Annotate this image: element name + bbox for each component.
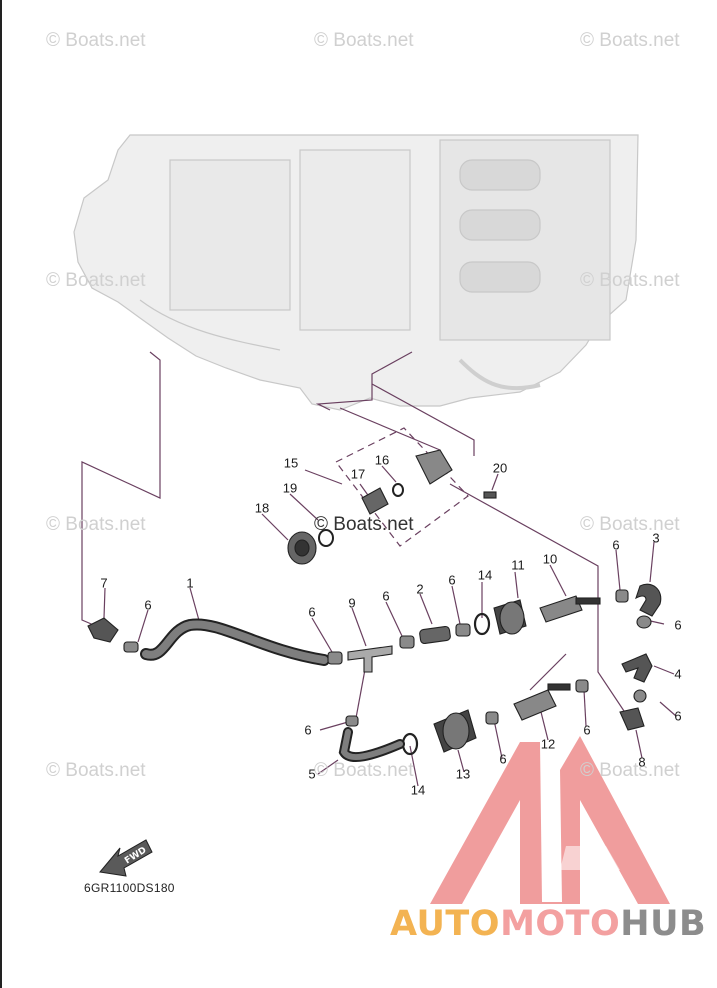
watermark: © Boats.net: [580, 30, 680, 51]
watermark: © Boats.net: [46, 30, 146, 51]
callout-6: 6: [308, 604, 316, 620]
callout-6: 6: [448, 572, 456, 588]
fwd-arrow: [99, 839, 153, 877]
callout-6: 6: [144, 597, 152, 613]
callout-6: 6: [499, 751, 507, 767]
callout-6: 6: [674, 617, 682, 633]
filter-10: [539, 595, 583, 623]
leader-lines: [81, 351, 677, 787]
callout-5: 5: [308, 766, 316, 782]
callout-4: 4: [674, 666, 682, 682]
callout-6: 6: [382, 588, 390, 604]
watermark: © Boats.net: [580, 270, 680, 291]
tee-9: [347, 645, 393, 673]
watermark: © Boats.net: [580, 760, 680, 781]
callout-11: 11: [511, 557, 525, 573]
bolt-20: [483, 491, 497, 499]
clamp-6a: [123, 641, 139, 653]
brand-part-auto: AUTO: [390, 904, 501, 944]
brand-part-hub: HUB: [620, 904, 707, 944]
fitting-8: [619, 707, 645, 731]
callout-9: 9: [348, 595, 356, 611]
callout-6: 6: [674, 708, 682, 724]
watermark: © Boats.net: [314, 760, 414, 781]
callout-13: 13: [455, 766, 471, 782]
fitting-7: [87, 617, 119, 643]
callout-18: 18: [254, 500, 270, 516]
callout-14: 14: [410, 782, 426, 798]
watermark: © Boats.net: [314, 30, 414, 51]
watermark: © Boats.net: [46, 514, 146, 535]
parts: [87, 449, 662, 763]
callout-1: 1: [186, 575, 194, 591]
part-15: [415, 449, 453, 485]
callout-6: 6: [612, 537, 620, 553]
part-17: [361, 487, 389, 515]
callout-2: 2: [416, 581, 424, 597]
callout-6: 6: [583, 722, 591, 738]
engine-block: [73, 134, 639, 411]
callout-3: 3: [652, 530, 660, 546]
watermark: © Boats.net: [580, 514, 680, 535]
callout-8: 8: [638, 754, 646, 770]
callout-17: 17: [350, 466, 366, 482]
watermark: © Boats.net: [46, 270, 146, 291]
elbow-3: [635, 583, 662, 617]
callout-19: 19: [282, 480, 298, 496]
center-watermark: © Boats.net: [314, 514, 414, 535]
callout-12: 12: [540, 736, 556, 752]
callout-7: 7: [100, 575, 108, 591]
callout-20: 20: [492, 460, 508, 476]
callout-14: 14: [477, 567, 493, 583]
callout-6: 6: [304, 722, 312, 738]
filter-12: [513, 689, 557, 721]
autmotohub-logo: [430, 736, 670, 904]
watermark: © Boats.net: [46, 760, 146, 781]
callout-15: 15: [283, 455, 299, 471]
brand-part-moto: MOTO: [500, 904, 621, 944]
clamp-6b: [327, 651, 343, 665]
callout-16: 16: [374, 452, 390, 468]
callout-10: 10: [542, 551, 558, 567]
left-border: [0, 0, 2, 988]
diagram-code: 6GR1100DS180: [84, 881, 175, 895]
elbow-4: [621, 653, 653, 683]
brand-wordmark: AUTOMOTOHUB: [390, 904, 706, 944]
